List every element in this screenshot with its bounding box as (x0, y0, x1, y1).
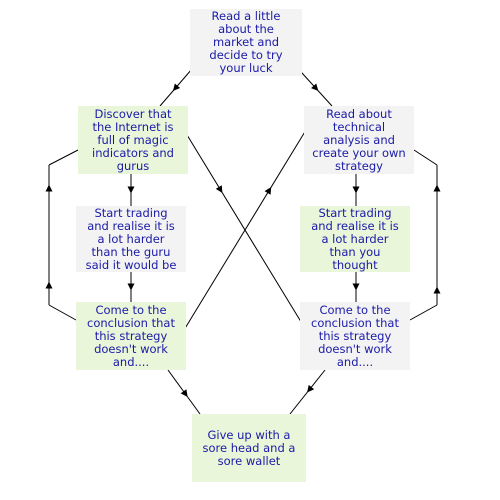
node-conclusion-right: Come to the conclusion that this strateg… (300, 302, 410, 370)
node-discover-internet-gurus: Discover that the Internet is full of ma… (78, 106, 188, 174)
loop-left-bottom-line (48, 304, 77, 321)
loop-right-arrow-high (433, 184, 441, 192)
connector-right3-to-bottom-arrow (307, 384, 315, 393)
connector-right2-to-right3-arrow (352, 283, 360, 291)
connector-right1-to-right2-arrow (352, 186, 360, 194)
node-conclusion-left: Come to the conclusion that this strateg… (76, 302, 186, 370)
loop-left-top-line (48, 149, 79, 166)
connector-left3-to-right1-arrow (264, 187, 272, 195)
connector-top-to-right1-arrow (311, 83, 319, 91)
node-start-trading-guru: Start trading and realise it is a lot ha… (76, 206, 186, 272)
loop-right-bottom-line (409, 304, 438, 321)
connector-left1-to-left2-arrow (127, 186, 135, 194)
loop-right-top-line (413, 149, 438, 166)
node-start-trading-own: Start trading and realise it is a lot ha… (300, 206, 410, 272)
connector-left2-to-left3-arrow (127, 283, 135, 291)
node-read-about-market: Read a little about the market and decid… (190, 9, 302, 76)
loop-left-arrow-high (45, 184, 53, 192)
connector-top-to-left1-arrow (172, 83, 181, 92)
node-give-up: Give up with a sore head and a sore wall… (192, 414, 306, 482)
connector-left3-to-right1-line (183, 129, 307, 331)
connector-left1-to-right3-arrow (215, 185, 223, 193)
node-read-technical-analysis: Read about technical analysis and create… (304, 106, 414, 174)
loop-left-arrow-low (45, 281, 53, 289)
connector-left3-to-bottom-arrow (180, 389, 188, 398)
loop-right-arrow-low (433, 286, 441, 294)
